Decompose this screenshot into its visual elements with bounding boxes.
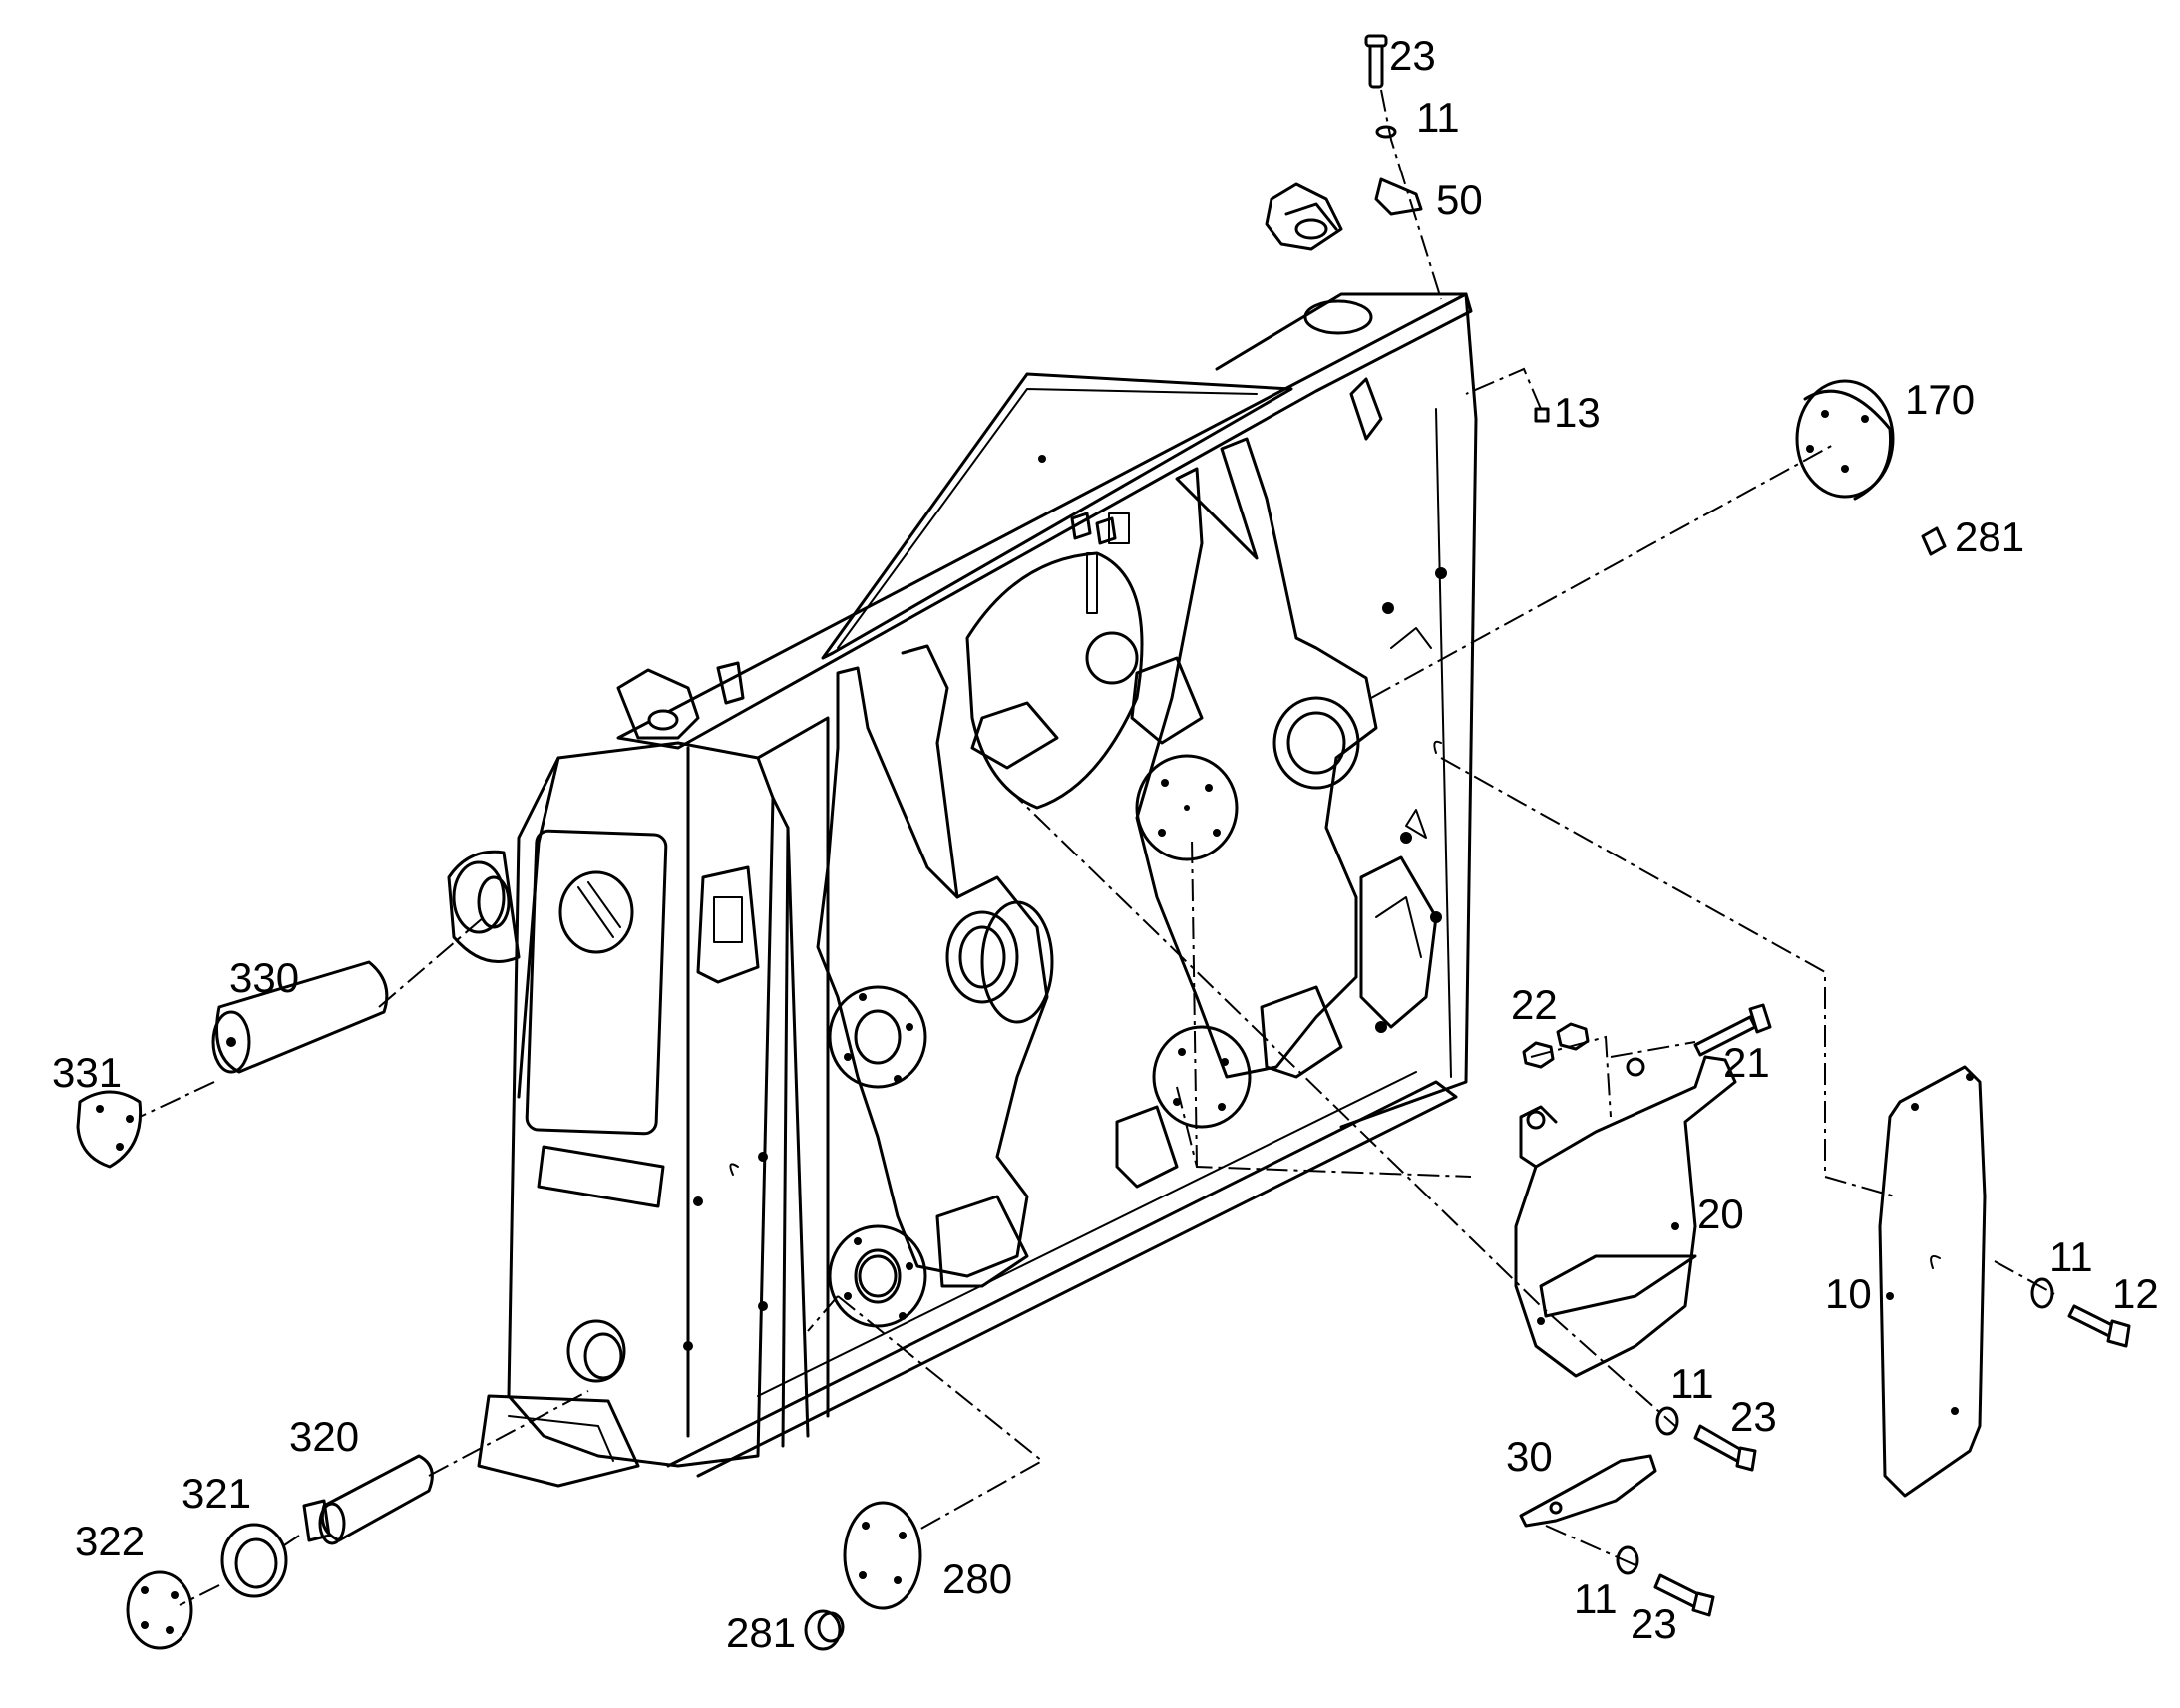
bolt-23-top (1364, 34, 1388, 89)
bolt-12 (2067, 1304, 2131, 1348)
bolt-21 (1693, 1003, 1772, 1057)
nut-22 (1522, 1022, 1590, 1069)
callout-170: 170 (1905, 376, 1975, 423)
callout-50: 50 (1436, 176, 1483, 223)
callout-330: 330 (229, 954, 299, 1001)
washer-11-low (1616, 1545, 1639, 1575)
lever-30 (1519, 1454, 1657, 1528)
cover-322 (126, 1570, 193, 1650)
callout-331: 331 (52, 1049, 122, 1096)
callout-23-top: 23 (1389, 32, 1436, 79)
callout-22: 22 (1511, 981, 1558, 1028)
callout-12: 12 (2112, 1270, 2159, 1317)
cover-331 (76, 1090, 143, 1169)
callout-281-upper: 281 (1955, 513, 2024, 560)
callout-281-lower: 281 (726, 1609, 796, 1656)
ring-321 (220, 1523, 288, 1598)
plate-10 (1878, 1065, 1987, 1498)
bolt-23-mid (1693, 1424, 1757, 1472)
part-170-cover (1795, 379, 1895, 501)
callout-322: 322 (75, 1518, 145, 1564)
bolt-23-low (1653, 1573, 1715, 1617)
callout-11-right: 11 (2049, 1233, 2093, 1280)
callout-30: 30 (1506, 1433, 1553, 1480)
leader-lines (139, 89, 2055, 1606)
callout-10: 10 (1825, 1270, 1872, 1317)
callout-20: 20 (1697, 1191, 1744, 1237)
washer-11-top (1375, 125, 1397, 139)
callout-320: 320 (289, 1413, 359, 1460)
callout-280: 280 (942, 1555, 1012, 1602)
callout-11-top: 11 (1416, 94, 1460, 141)
part-50-hook (1265, 177, 1423, 251)
callout-13: 13 (1554, 389, 1601, 436)
plug-281-lower (804, 1609, 845, 1651)
callout-11-mid: 11 (1670, 1360, 1714, 1407)
plug-281-upper (1921, 526, 1947, 556)
callout-21: 21 (1723, 1039, 1770, 1086)
pin-330 (211, 960, 389, 1074)
callout-321: 321 (182, 1470, 251, 1517)
callout-23-low: 23 (1631, 1600, 1677, 1647)
callout-23-mid: 23 (1730, 1393, 1777, 1440)
cover-280 (843, 1501, 922, 1610)
callout-labels: 23 11 50 13 170 281 330 331 22 21 20 10 … (52, 32, 2159, 1656)
pin-320 (302, 1454, 434, 1545)
washer-11-mid (1655, 1406, 1679, 1436)
callout-11-low: 11 (1574, 1575, 1618, 1622)
main-frame (447, 292, 1478, 1488)
nut-13 (1534, 407, 1550, 423)
